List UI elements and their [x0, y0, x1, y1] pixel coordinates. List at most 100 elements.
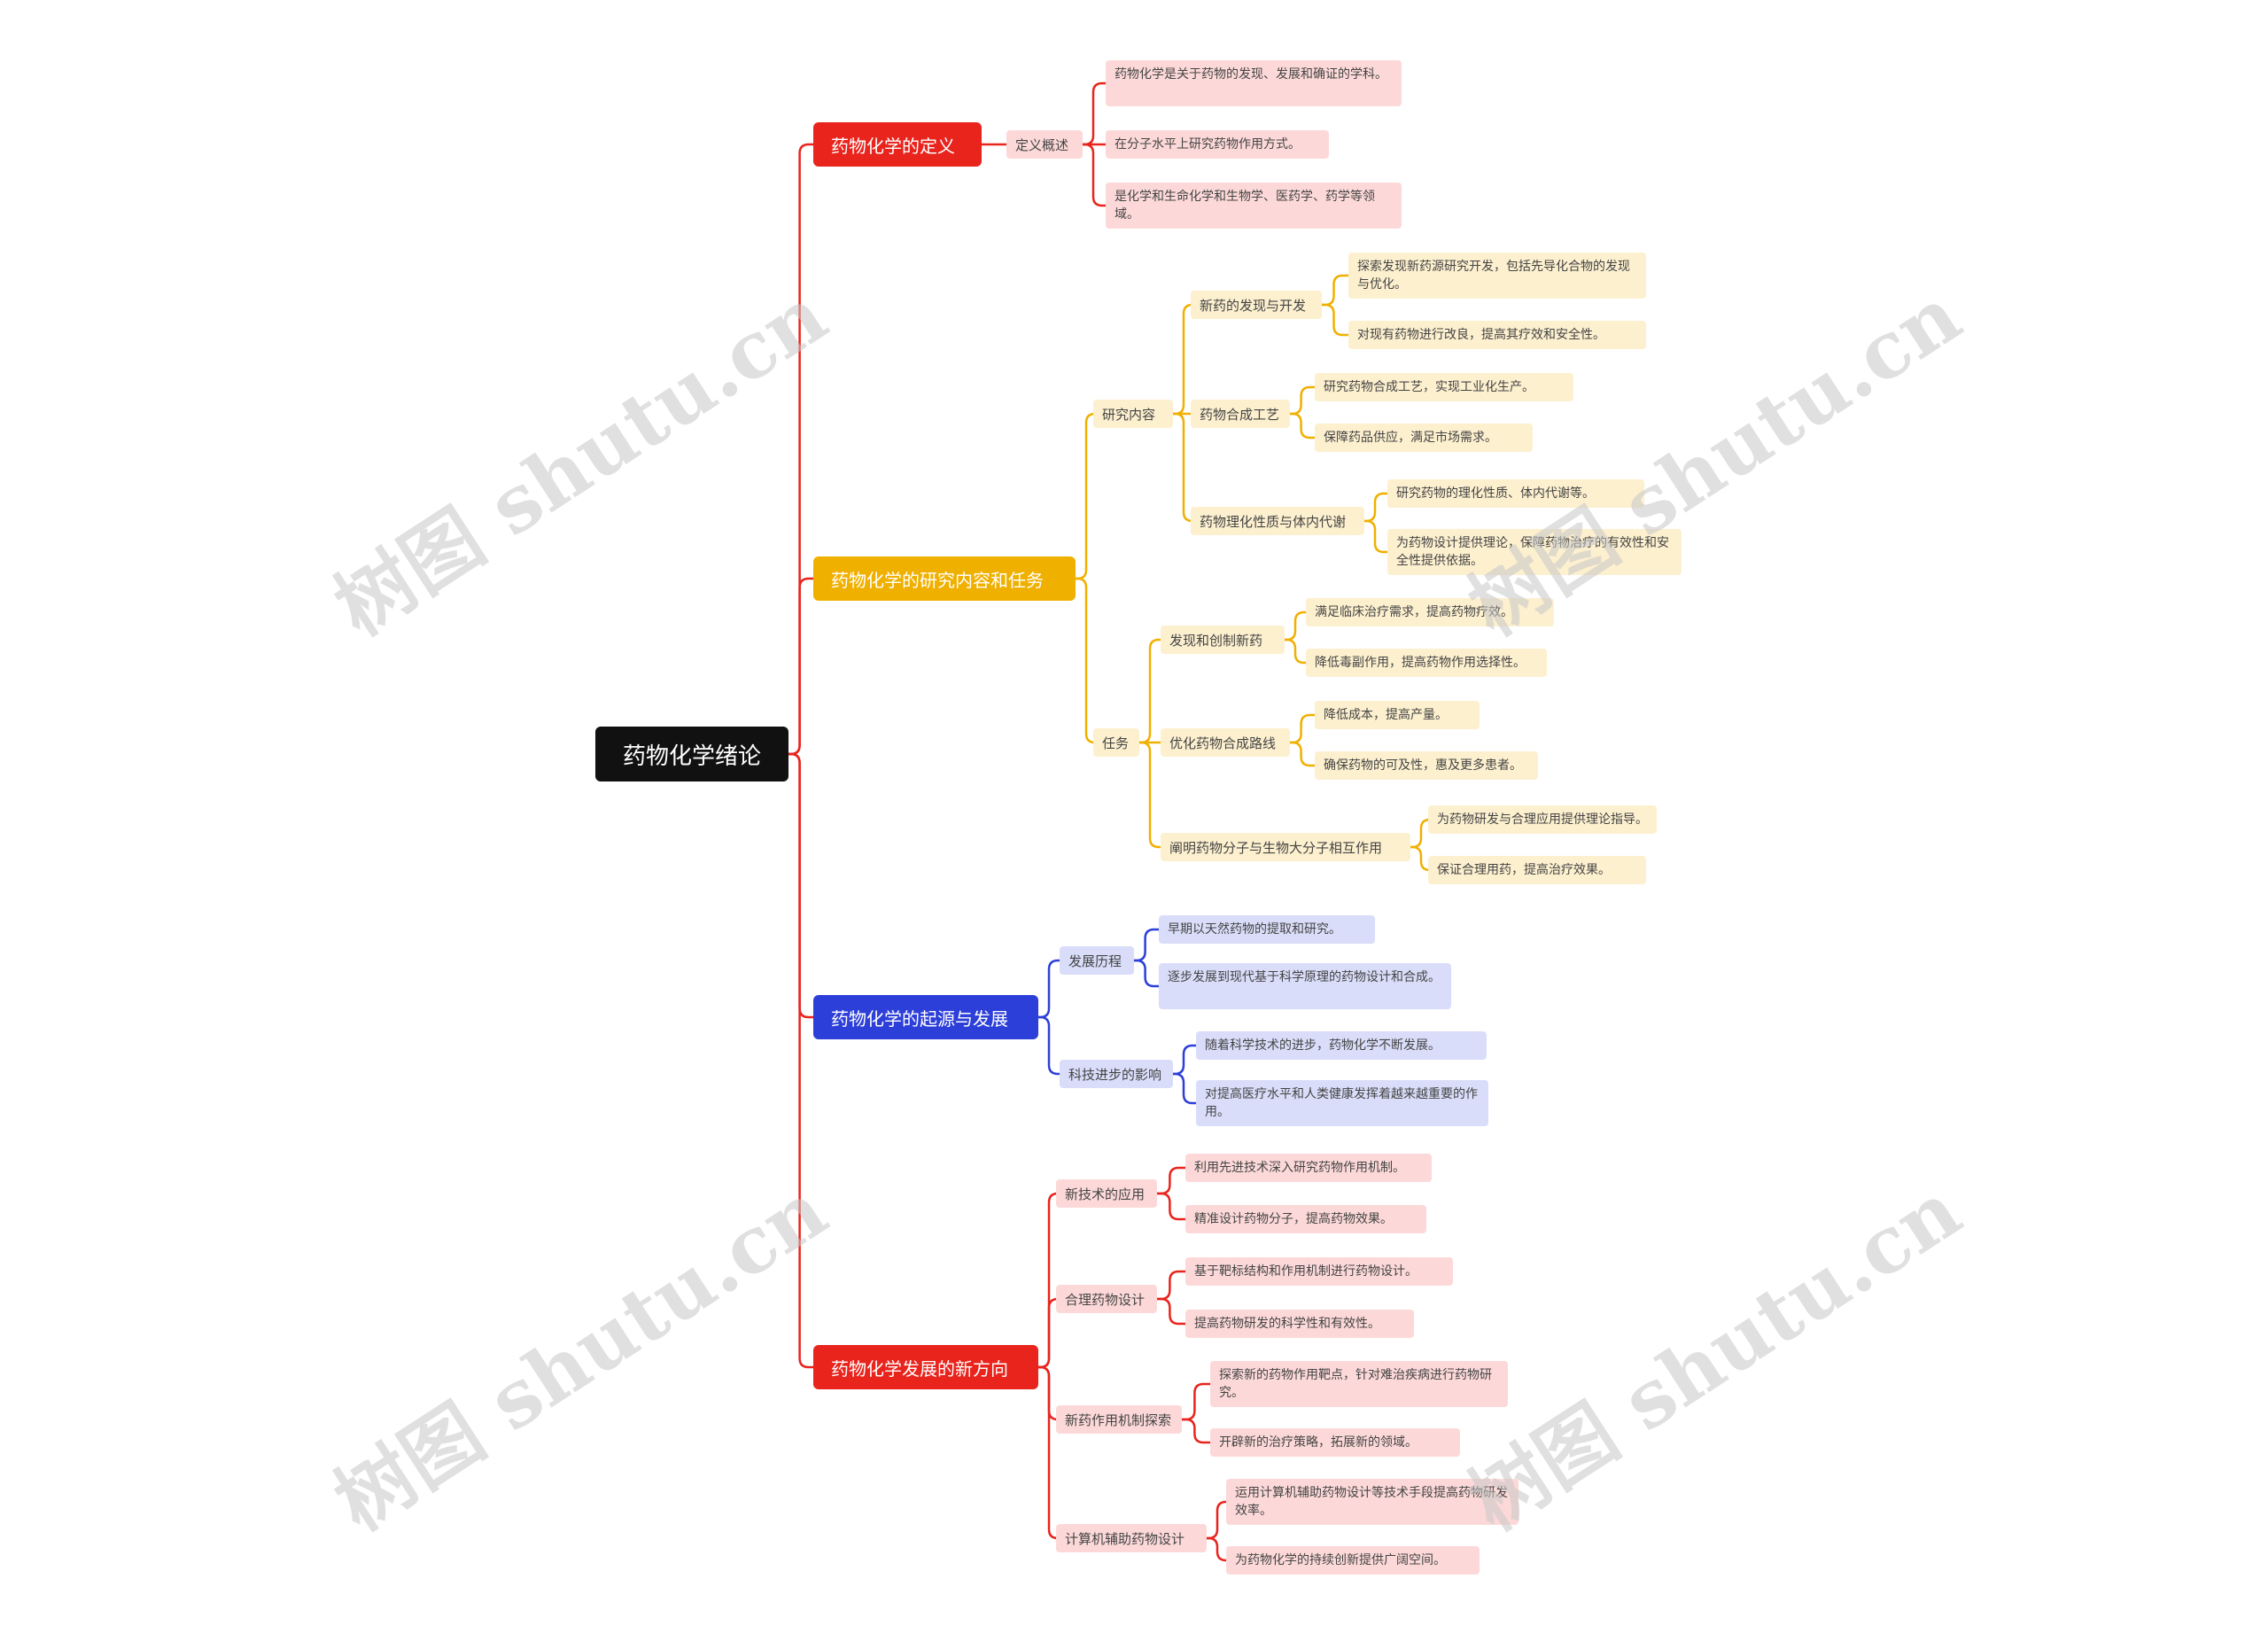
branch-definition[interactable]: 药物化学的定义	[813, 122, 982, 167]
leaf-note[interactable]: 提高药物研发的科学性和有效性。	[1185, 1310, 1414, 1338]
subtopic[interactable]: 发展历程	[1060, 946, 1134, 975]
leaf-text: 药物化学是关于药物的发现、发展和确证的学科。	[1115, 67, 1387, 82]
connector-line	[1083, 143, 1106, 207]
connector-line	[1076, 577, 1096, 744]
leaf-note[interactable]: 为药物化学的持续创新提供广阔空间。	[1226, 1546, 1480, 1575]
branch-label: 药物化学的定义	[831, 135, 955, 157]
connector-line	[1410, 845, 1431, 872]
leaf-text: 开辟新的治疗策略，拓展新的领域。	[1219, 1435, 1418, 1450]
subtopic[interactable]: 发现和创制新药	[1161, 626, 1285, 654]
leaf-note[interactable]: 确保药物的可及性，惠及更多患者。	[1315, 751, 1538, 780]
connector-line	[1134, 928, 1159, 962]
leaf-note[interactable]: 探索新的药物作用靶点，针对难治疾病进行药物研究。	[1210, 1361, 1508, 1407]
subtopic[interactable]: 优化药物合成路线	[1161, 728, 1290, 757]
leaf-note[interactable]: 为药物设计提供理论，保障药物治疗的有效性和安全性提供依据。	[1387, 529, 1682, 575]
leaf-text: 为药物设计提供理论，保障药物治疗的有效性和安全性提供依据。	[1396, 536, 1669, 568]
leaf-text: 在分子水平上研究药物作用方式。	[1115, 137, 1301, 152]
connector-line	[1173, 303, 1193, 416]
subtopic[interactable]: 药物理化性质与体内代谢	[1191, 507, 1364, 535]
connector-line	[1157, 1270, 1185, 1301]
connector-line	[1207, 1536, 1227, 1562]
connector-line	[1173, 1072, 1196, 1105]
subtopic[interactable]: 药物合成工艺	[1191, 400, 1290, 428]
root-topic[interactable]: 药物化学绪论	[595, 727, 788, 782]
subtopic[interactable]: 新药作用机制探索	[1056, 1405, 1182, 1434]
subtopic-label: 优化药物合成路线	[1169, 735, 1277, 751]
subtopic[interactable]: 阐明药物分子与生物大分子相互作用	[1161, 833, 1410, 861]
leaf-note[interactable]: 在分子水平上研究药物作用方式。	[1106, 130, 1329, 159]
leaf-note[interactable]: 探索发现新药源研究开发，包括先导化合物的发现与优化。	[1348, 253, 1646, 299]
connector-line	[1182, 1382, 1210, 1421]
connector-line	[1322, 274, 1348, 307]
connector-line	[1038, 1297, 1059, 1369]
leaf-note[interactable]: 利用先进技术深入研究药物作用机制。	[1185, 1154, 1432, 1182]
leaf-note[interactable]: 是化学和生命化学和生物学、医药学、药学等领域。	[1106, 183, 1402, 229]
leaf-text: 对提高医疗水平和人类健康发挥着越来越重要的作用。	[1205, 1087, 1478, 1119]
subtopic[interactable]: 合理药物设计	[1056, 1285, 1157, 1313]
leaf-text: 对现有药物进行改良，提高其疗效和安全性。	[1357, 328, 1605, 342]
leaf-text: 降低毒副作用，提高药物作用选择性。	[1315, 656, 1526, 670]
leaf-note[interactable]: 满足临床治疗需求，提高药物疗效。	[1306, 598, 1554, 626]
subtopic[interactable]: 定义概述	[1006, 130, 1083, 159]
connector-line	[1364, 519, 1387, 554]
leaf-note[interactable]: 逐步发展到现代基于科学原理的药物设计和合成。	[1159, 963, 1451, 1009]
subtopic-label: 合理药物设计	[1065, 1291, 1146, 1308]
leaf-text: 提高药物研发的科学性和有效性。	[1194, 1317, 1380, 1331]
connector-line	[1139, 741, 1161, 849]
leaf-note[interactable]: 降低毒副作用，提高药物作用选择性。	[1306, 649, 1547, 677]
connector-line	[1134, 959, 1159, 988]
leaf-note[interactable]: 对提高医疗水平和人类健康发挥着越来越重要的作用。	[1196, 1080, 1488, 1126]
connector-line	[1038, 1365, 1059, 1540]
leaf-note[interactable]: 降低成本，提高产量。	[1315, 701, 1480, 729]
leaf-note[interactable]: 开辟新的治疗策略，拓展新的领域。	[1210, 1428, 1460, 1457]
leaf-text: 保障药品供应，满足市场需求。	[1324, 431, 1497, 445]
connector-line	[788, 143, 813, 756]
leaf-note[interactable]: 基于靶标结构和作用机制进行药物设计。	[1185, 1257, 1453, 1286]
connector-line	[1290, 385, 1315, 416]
leaf-text: 运用计算机辅助药物设计等技术手段提高药物研发效率。	[1235, 1486, 1508, 1518]
branch-origin-development[interactable]: 药物化学的起源与发展	[813, 995, 1038, 1039]
connector-line	[1083, 82, 1106, 146]
leaf-note[interactable]: 保证合理用药，提高治疗效果。	[1428, 856, 1646, 884]
leaf-note[interactable]: 早期以天然药物的提取和研究。	[1159, 915, 1375, 944]
subtopic-label: 药物合成工艺	[1200, 406, 1280, 423]
leaf-note[interactable]: 药物化学是关于药物的发现、发展和确证的学科。	[1106, 60, 1402, 106]
leaf-note[interactable]: 为药物研发与合理应用提供理论指导。	[1428, 805, 1657, 834]
connector-line	[1157, 1192, 1185, 1221]
subtopic-label: 任务	[1102, 735, 1130, 751]
subtopic-label: 科技进步的影响	[1068, 1066, 1162, 1083]
subtopic-label: 发现和创制新药	[1169, 632, 1263, 649]
subtopic[interactable]: 计算机辅助药物设计	[1056, 1524, 1207, 1552]
leaf-text: 研究药物的理化性质、体内代谢等。	[1396, 486, 1595, 501]
subtopic-label: 药物理化性质与体内代谢	[1200, 513, 1347, 530]
connector-line	[1290, 741, 1315, 767]
connector-line	[1364, 492, 1387, 523]
subtopic-label: 新药的发现与开发	[1200, 297, 1307, 314]
subtopic[interactable]: 研究内容	[1093, 400, 1173, 428]
subtopic[interactable]: 新技术的应用	[1056, 1179, 1157, 1208]
subtopic-label: 新技术的应用	[1065, 1186, 1146, 1202]
subtopic[interactable]: 科技进步的影响	[1060, 1060, 1173, 1088]
leaf-note[interactable]: 保障药品供应，满足市场需求。	[1315, 424, 1533, 452]
subtopic[interactable]: 新药的发现与开发	[1191, 291, 1322, 319]
connector-line	[1038, 959, 1060, 1019]
branch-research-content[interactable]: 药物化学的研究内容和任务	[813, 556, 1076, 601]
leaf-note[interactable]: 对现有药物进行改良，提高其疗效和安全性。	[1348, 321, 1646, 349]
leaf-note[interactable]: 运用计算机辅助药物设计等技术手段提高药物研发效率。	[1226, 1479, 1518, 1525]
connector-line	[1173, 1044, 1196, 1076]
subtopic[interactable]: 任务	[1093, 728, 1139, 757]
branch-new-directions[interactable]: 药物化学发展的新方向	[813, 1345, 1038, 1389]
connector-line	[788, 752, 813, 1019]
subtopic-label: 新药作用机制探索	[1065, 1411, 1172, 1428]
leaf-text: 满足临床治疗需求，提高药物疗效。	[1315, 605, 1513, 619]
leaf-note[interactable]: 随着科学技术的进步，药物化学不断发展。	[1196, 1031, 1487, 1060]
connector-line	[1076, 412, 1096, 580]
leaf-note[interactable]: 精准设计药物分子，提高药物效果。	[1185, 1205, 1426, 1233]
leaf-note[interactable]: 研究药物的理化性质、体内代谢等。	[1387, 479, 1644, 508]
leaf-text: 利用先进技术深入研究药物作用机制。	[1194, 1161, 1405, 1175]
branch-label: 药物化学的起源与发展	[831, 1007, 1008, 1030]
leaf-note[interactable]: 研究药物合成工艺，实现工业化生产。	[1315, 373, 1573, 401]
connector-line	[1139, 638, 1161, 744]
connector-line	[1285, 610, 1306, 642]
